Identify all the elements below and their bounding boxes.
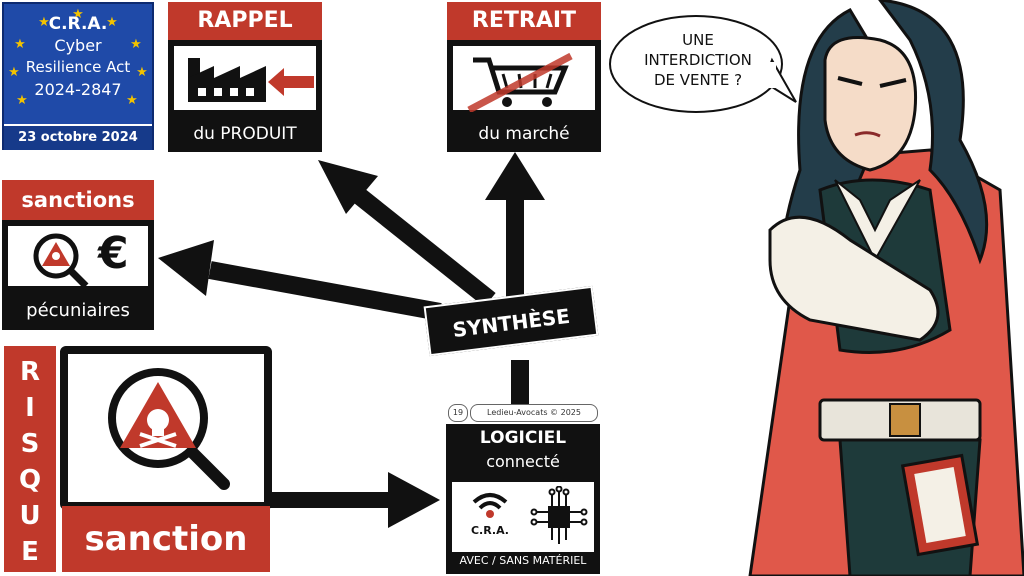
cra-badge-line2: Cyber <box>54 36 102 55</box>
retrait-title: RETRAIT <box>447 2 601 40</box>
risque-letter: I <box>25 393 35 423</box>
sanctions-subtitle: pécuniaires <box>2 292 154 330</box>
svg-text:★: ★ <box>106 15 118 30</box>
logiciel-footer: AVEC / SANS MATÉRIEL <box>459 554 587 567</box>
rappel-card: RAPPEL du PRODUIT <box>168 2 322 152</box>
rappel-icon-frame <box>168 40 322 116</box>
logiciel-title: LOGICIEL <box>479 428 567 448</box>
svg-text:★: ★ <box>14 37 26 52</box>
svg-text:★: ★ <box>126 93 138 108</box>
risque-letter: S <box>20 429 40 459</box>
speech-bubble-text: UNE INTERDICTION DE VENTE ? <box>614 30 782 90</box>
microchip-icon <box>530 486 588 544</box>
svg-text:★: ★ <box>38 15 50 30</box>
retrait-icon-frame <box>447 40 601 116</box>
cra-badge-line4: 2024-2847 <box>34 80 122 99</box>
sanctions-icon-frame: € <box>2 220 154 292</box>
sanctions-title: sanctions <box>2 180 154 220</box>
crossed-cart-icon <box>467 52 573 112</box>
sanctions-card: sanctions € pécuniaires <box>2 180 154 330</box>
euro-symbol: € <box>98 228 129 279</box>
speech-line-3: DE VENTE ? <box>653 71 743 89</box>
logiciel-subtitle: connecté <box>486 452 560 471</box>
svg-text:★: ★ <box>16 93 28 108</box>
cra-badge-line1: C.R.A. <box>48 14 108 34</box>
factory-recall-icon <box>188 58 314 102</box>
logiciel-icon-frame: C.R.A. <box>452 482 594 552</box>
risque-frame <box>60 346 272 510</box>
cra-badge-line3: Resilience Act <box>25 58 131 76</box>
page-number: 19 <box>448 404 468 422</box>
logiciel-card: LOGICIEL connecté C.R.A. AVEC / SANS MAT… <box>446 424 600 574</box>
eu-stars-icon: ★ ★ ★ ★ ★ ★ ★ ★ ★ <box>8 7 148 108</box>
risque-vertical-label: R I S Q U E <box>4 346 56 572</box>
speech-line-1: UNE <box>682 31 714 49</box>
magnifier-skull-icon <box>108 368 230 490</box>
svg-text:★: ★ <box>72 7 84 22</box>
risque-letter: E <box>21 537 39 567</box>
speech-line-2: INTERDICTION <box>644 51 752 69</box>
risque-sanction-badge: sanction <box>62 506 270 572</box>
retrait-card: RETRAIT du marché <box>447 2 601 152</box>
risque-letter: Q <box>18 465 42 495</box>
cra-badge-date: 23 octobre 2024 <box>4 124 152 150</box>
skull-euro-icon <box>33 233 89 289</box>
svg-text:★: ★ <box>8 65 20 80</box>
rappel-title: RAPPEL <box>168 2 322 40</box>
credit-text: Ledieu-Avocats © 2025 <box>470 404 598 422</box>
wifi-icon <box>472 493 508 518</box>
risque-letter: U <box>19 501 41 531</box>
villain-character-illustration <box>748 0 1024 576</box>
risque-letter: R <box>19 357 41 387</box>
cra-badge: ★★★ ★★★ ★★★ C.R.A. Cyber Resilience Act … <box>2 2 154 150</box>
svg-text:★: ★ <box>136 65 148 80</box>
retrait-subtitle: du marché <box>447 116 601 152</box>
speech-bubble-shape <box>609 15 797 113</box>
svg-text:★: ★ <box>130 37 142 52</box>
rappel-subtitle: du PRODUIT <box>168 116 322 152</box>
chip-label: C.R.A. <box>470 524 509 537</box>
